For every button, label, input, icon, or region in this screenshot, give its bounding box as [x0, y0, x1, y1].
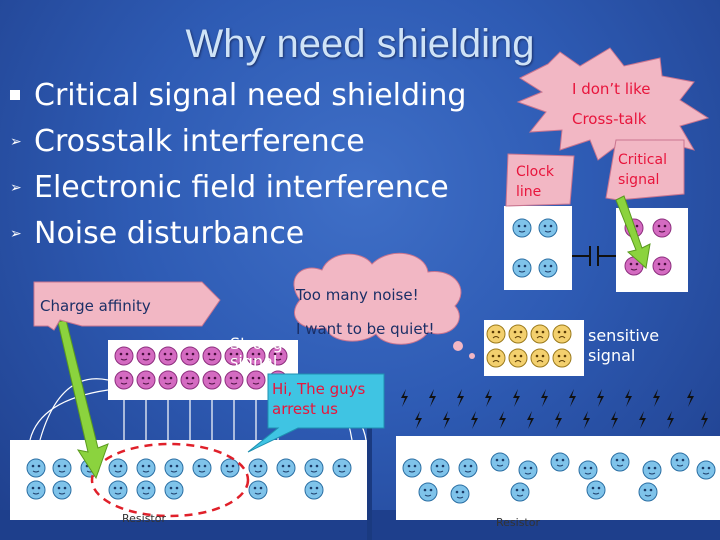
slide-title: Why need shielding [185, 22, 535, 66]
charge-affinity-label: Charge affinity [40, 297, 151, 315]
capacitor-icon [572, 246, 616, 266]
arrow-bullet-icon: ➢ [10, 134, 22, 150]
want-quiet-label: I want to be quiet! [296, 320, 435, 338]
scene-divider [367, 400, 372, 540]
bullet-text: Critical signal need shielding [34, 78, 467, 113]
bullet-text: Crosstalk interference [34, 124, 365, 159]
lightning-icon [401, 389, 708, 429]
arrow-bullet-icon: ➢ [10, 226, 22, 242]
strong-signal-label-1: Strong [230, 334, 283, 353]
green-arrow-left [57, 319, 109, 480]
hi-guys-label-2: arrest us [272, 400, 338, 418]
arrow-bullet-icon: ➢ [10, 180, 22, 196]
resistor-label-left: Resistor [122, 512, 166, 525]
critical-signal-tag [605, 139, 685, 201]
dashed-ellipse [90, 442, 250, 518]
clock-line-tag [505, 153, 575, 207]
critical-signal-label-2: signal [618, 172, 660, 188]
bullet-text: Noise disturbance [34, 216, 305, 251]
thought-dot [453, 341, 463, 351]
critical-signal-label-1: Critical [618, 152, 667, 168]
clock-line-box [504, 206, 572, 290]
too-many-noise-label: Too many noise! [296, 286, 419, 304]
thought-dot [469, 353, 475, 359]
cross-talk-label: Cross-talk [572, 110, 647, 128]
green-arrow-right [615, 195, 651, 269]
too-many-noise-cloud [293, 252, 462, 345]
hi-guys-label-1: Hi, The guys [272, 380, 366, 398]
hi-guys-bubble [247, 373, 385, 453]
strong-signal-label-2: signal [230, 352, 278, 371]
resistor-label-right: Resistor [496, 516, 540, 529]
dont-like-label: I don’t like [572, 80, 651, 98]
left-substrate-panel [10, 440, 368, 520]
bullet-text: Electronic field interference [34, 170, 449, 205]
sensitive-signal-label-1: sensitive [588, 326, 660, 345]
crosstalk-burst [516, 47, 710, 161]
sensitive-signal-label-2: signal [588, 346, 636, 365]
right-substrate-panel [396, 436, 720, 520]
charge-affinity-callout [33, 281, 221, 331]
clock-line-label-2: line [516, 184, 542, 200]
square-bullet-icon [10, 88, 22, 104]
clock-line-label-1: Clock [516, 164, 555, 180]
